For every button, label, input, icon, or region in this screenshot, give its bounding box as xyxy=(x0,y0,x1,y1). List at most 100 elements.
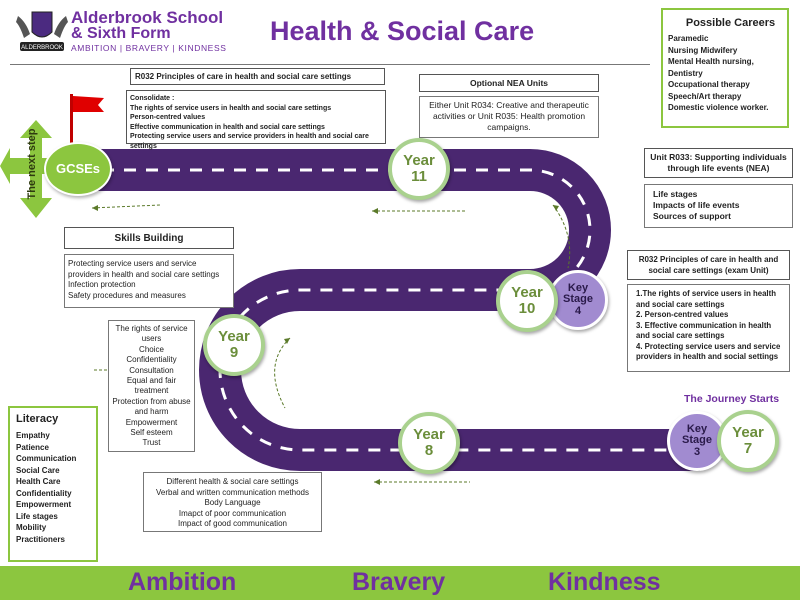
careers-item: Mental Health nursing, xyxy=(668,57,754,66)
year9-topic: Confidentiality xyxy=(126,355,177,365)
year10-circle: Year 10 xyxy=(496,270,558,332)
literacy-item: Mobility xyxy=(16,523,47,532)
year7-label-1: Year xyxy=(732,424,764,442)
year8-circle: Year 8 xyxy=(398,412,460,474)
year9-circle: Year 9 xyxy=(203,314,265,376)
footer-value-ambition: Ambition xyxy=(128,568,237,596)
ks3-label-1: Key xyxy=(686,422,708,435)
r033-item: Sources of support xyxy=(653,211,731,221)
skills-item: Safety procedures and measures xyxy=(68,290,186,300)
year9-topic: The rights of service users xyxy=(115,324,188,344)
literacy-box: Literacy Empathy Patience Communication … xyxy=(8,406,98,562)
careers-item: Paramedic xyxy=(668,34,709,43)
ks4-label-2: Stage xyxy=(563,293,593,306)
year8-topics: Different health & social care settings … xyxy=(143,472,322,532)
school-tagline: AMBITION | BRAVERY | KINDNESS xyxy=(71,43,227,53)
year9-topic: Protection from abuse and harm xyxy=(112,396,191,417)
consolidate-box: Consolidate : The rights of service user… xyxy=(126,90,386,150)
ks4-label-3: 4 xyxy=(574,304,582,317)
r032-exam-item: 1.The rights of service users in health … xyxy=(636,289,776,309)
r032-exam-list: 1.The rights of service users in health … xyxy=(627,284,790,372)
year11-label-2: 11 xyxy=(411,168,427,185)
literacy-item: Confidentiality xyxy=(16,488,72,498)
careers-item: Occupational therapy xyxy=(668,80,750,89)
r033-item: Impacts of life events xyxy=(653,200,740,210)
r033-item: Life stages xyxy=(653,189,698,199)
year9-topic: Trust xyxy=(142,438,161,448)
year8-topic: Imapct of poor communication xyxy=(178,508,287,518)
careers-item: Nursing Midwifery xyxy=(668,45,738,55)
ks3-label-3: 3 xyxy=(693,445,701,458)
year11-label-1: Year xyxy=(403,152,435,170)
nea-header: Optional NEA Units xyxy=(419,74,599,92)
literacy-item: Life stages xyxy=(16,511,58,521)
r032-exam-item: 2. Person-centred values xyxy=(636,310,729,319)
year10-label-1: Year xyxy=(511,284,543,302)
r033-list: Life stages Impacts of life events Sourc… xyxy=(644,184,793,228)
next-step-arrows xyxy=(0,120,72,218)
skills-item: Protecting service users and service pro… xyxy=(68,259,220,279)
r033-header: Unit R033: Supporting individuals throug… xyxy=(644,148,793,178)
header-divider xyxy=(10,64,650,65)
ks3-label-2: Stage xyxy=(682,434,712,447)
literacy-item: Patience xyxy=(16,442,49,452)
r032-exam-item: 3. Effective communication in health and… xyxy=(636,320,772,341)
page-title: Health & Social Care xyxy=(270,16,535,46)
gcses-circle: GCSEs xyxy=(44,142,112,196)
skills-list: Protecting service users and service pro… xyxy=(64,254,234,308)
consolidate-line: The rights of service users in health an… xyxy=(130,104,332,112)
year7-label-2: 7 xyxy=(743,440,753,457)
school-name-1: Alderbrook School xyxy=(71,8,224,27)
year8-topic: Different health & social care settings xyxy=(166,477,299,486)
year8-topic: Body Language xyxy=(204,498,261,507)
consolidate-line: Protecting service users and service pro… xyxy=(130,133,369,150)
journey-starts-label: The Journey Starts xyxy=(684,393,780,405)
year8-topic: Impact of good communication xyxy=(178,519,287,528)
careers-list: Paramedic Nursing Midwifery Mental Healt… xyxy=(668,33,783,114)
year9-topic: Equal and fair treatment xyxy=(126,376,177,396)
year9-label-1: Year xyxy=(218,328,250,346)
skills-item: Infection protection xyxy=(68,280,136,289)
literacy-item: Communication xyxy=(16,454,77,463)
skills-header: Skills Building xyxy=(64,227,234,249)
careers-title: Possible Careers xyxy=(685,17,776,29)
gcses-label: GCSEs xyxy=(55,161,101,177)
year11-circle: Year 11 xyxy=(388,138,450,200)
school-name-2: & Sixth Form xyxy=(71,25,171,42)
r032-exam-header: R032 Principles of care in health and so… xyxy=(627,250,790,280)
ks4-circle: Key Stage 4 xyxy=(548,270,608,330)
year10-label-2: 10 xyxy=(518,300,536,317)
literacy-item: Social Care xyxy=(16,465,60,475)
nea-body: Either Unit R034: Creative and therapeut… xyxy=(419,96,599,138)
r032-header: R032 Principles of care in health and so… xyxy=(130,68,385,85)
year9-topics: The rights of service users Choice Confi… xyxy=(108,320,195,452)
year9-topic: Choice xyxy=(139,344,164,354)
literacy-list: Empathy Patience Communication Social Ca… xyxy=(16,430,90,545)
literacy-item: Empathy xyxy=(16,431,50,440)
year9-label-2: 9 xyxy=(229,344,239,361)
footer-value-kindness: Kindness xyxy=(548,568,661,596)
year8-label-2: 8 xyxy=(424,442,434,459)
careers-box: Possible Careers Paramedic Nursing Midwi… xyxy=(661,8,789,128)
year7-circle: Year 7 xyxy=(717,410,779,472)
consolidate-line: Consolidate : xyxy=(130,95,175,102)
careers-item: Speech/Art therapy xyxy=(668,91,742,101)
literacy-item: Empowerment xyxy=(16,500,72,509)
crest-text: ALDERBROOK xyxy=(21,45,63,51)
literacy-item: Practitioners xyxy=(16,534,65,544)
year8-label-1: Year xyxy=(413,426,445,444)
careers-item: Dentistry xyxy=(668,68,703,78)
school-crest-icon: ALDERBROOK xyxy=(16,11,68,51)
consolidate-line: Person-centred values xyxy=(130,114,206,121)
careers-item: Domestic violence worker. xyxy=(668,103,769,112)
literacy-title: Literacy xyxy=(16,413,59,425)
year9-topic: Empowerment xyxy=(125,417,178,427)
consolidate-line: Effective communication in health and so… xyxy=(130,123,325,131)
flag-icon xyxy=(70,94,104,144)
year9-topic: Consultation xyxy=(129,365,174,375)
footer-value-bravery: Bravery xyxy=(352,568,446,596)
year8-topic: Verbal and written communication methods xyxy=(156,487,309,497)
literacy-item: Health Care xyxy=(16,477,61,486)
ks4-label-1: Key xyxy=(567,281,589,294)
